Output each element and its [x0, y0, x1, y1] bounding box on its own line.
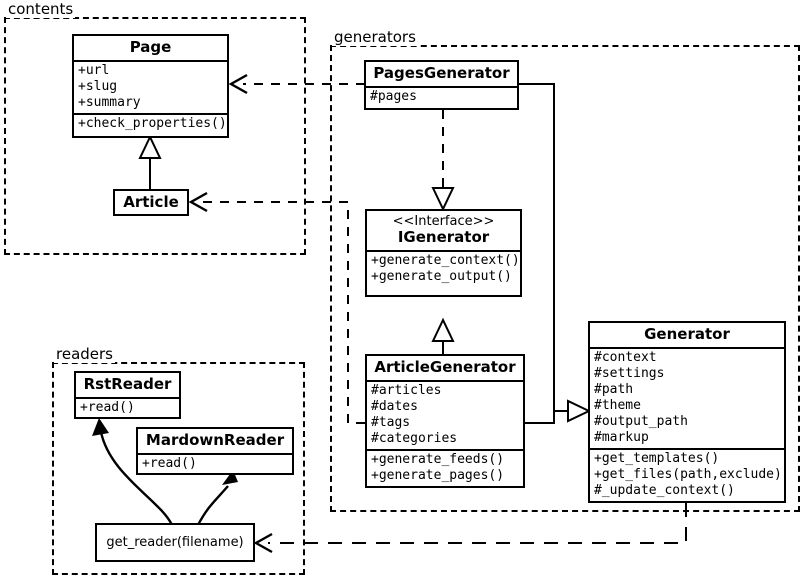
class-methods-rstreader: +read() [76, 397, 179, 418]
class-method: +get_templates() [594, 451, 720, 466]
package-label-generators: generators [332, 28, 418, 46]
class-box-page[interactable]: Page +url +slug +summary +check_properti… [72, 34, 229, 138]
class-attributes-pagesgenerator: #pages [366, 86, 517, 107]
class-method: +generate_pages() [371, 468, 505, 483]
class-attribute: #pages [370, 89, 417, 104]
class-box-article[interactable]: Article [113, 189, 189, 216]
class-box-pagesgenerator[interactable]: PagesGenerator #pages [364, 60, 519, 110]
function-box-get-reader[interactable]: get_reader(filename) [95, 523, 255, 562]
class-method: +generate_output() [371, 269, 512, 284]
class-box-rstreader[interactable]: RstReader +read() [74, 371, 181, 419]
class-title-mardownreader: MardownReader [145, 431, 285, 449]
class-method: +check_properties() [78, 116, 227, 131]
package-frame-contents [4, 17, 306, 255]
class-attribute: +slug [78, 79, 118, 94]
class-attributes-generator: #context #settings #path #theme #output_… [590, 347, 784, 448]
class-methods-generator: +get_templates() +get_files(path,exclude… [590, 448, 784, 501]
class-attribute: #settings [594, 366, 665, 381]
class-method: #_update_context() [594, 483, 735, 498]
class-title-pagesgenerator: PagesGenerator [373, 64, 510, 82]
class-methods-mardownreader: +read() [138, 453, 292, 474]
package-frame-readers [52, 362, 305, 575]
class-attribute: #categories [371, 431, 458, 446]
class-attribute: #context [594, 350, 657, 365]
class-methods-page: +check_properties() [74, 113, 227, 134]
class-attribute: #theme [594, 398, 641, 413]
class-methods-articlegenerator: +generate_feeds() +generate_pages() [367, 449, 523, 486]
class-title-article: Article [123, 193, 179, 211]
class-title-generator: Generator [644, 325, 730, 343]
class-attribute: +summary [78, 95, 141, 110]
class-box-articlegenerator[interactable]: ArticleGenerator #articles #dates #tags … [365, 354, 525, 488]
class-methods-igenerator: +generate_context() +generate_output() [367, 250, 520, 287]
package-label-readers: readers [54, 345, 115, 363]
class-attribute: #markup [594, 430, 649, 445]
class-attribute: #dates [371, 399, 418, 414]
class-method: +generate_context() [371, 253, 520, 268]
class-stereotype-igenerator: <<Interface>> [392, 214, 495, 229]
class-title-igenerator: IGenerator [397, 228, 490, 246]
class-box-igenerator[interactable]: <<Interface>> IGenerator +generate_conte… [365, 209, 522, 297]
class-title-rstreader: RstReader [83, 375, 172, 393]
class-attributes-articlegenerator: #articles #dates #tags #categories [367, 380, 523, 449]
class-attribute: #articles [371, 383, 442, 398]
class-method: +get_files(path,exclude) [594, 467, 782, 482]
class-method: +read() [142, 456, 197, 471]
class-attribute: #output_path [594, 414, 688, 429]
class-box-mardownreader[interactable]: MardownReader +read() [136, 427, 294, 475]
class-attribute: #tags [371, 415, 411, 430]
function-label-get-reader: get_reader(filename) [106, 535, 244, 550]
class-method: +generate_feeds() [371, 452, 505, 467]
class-box-generator[interactable]: Generator #context #settings #path #them… [588, 321, 786, 503]
class-attribute: #path [594, 382, 634, 397]
package-label-contents: contents [6, 0, 76, 18]
class-attribute: +url [78, 63, 110, 78]
class-title-articlegenerator: ArticleGenerator [374, 358, 516, 376]
class-title-page: Page [129, 38, 172, 56]
class-method: +read() [80, 400, 135, 415]
class-attributes-page: +url +slug +summary [74, 60, 227, 113]
